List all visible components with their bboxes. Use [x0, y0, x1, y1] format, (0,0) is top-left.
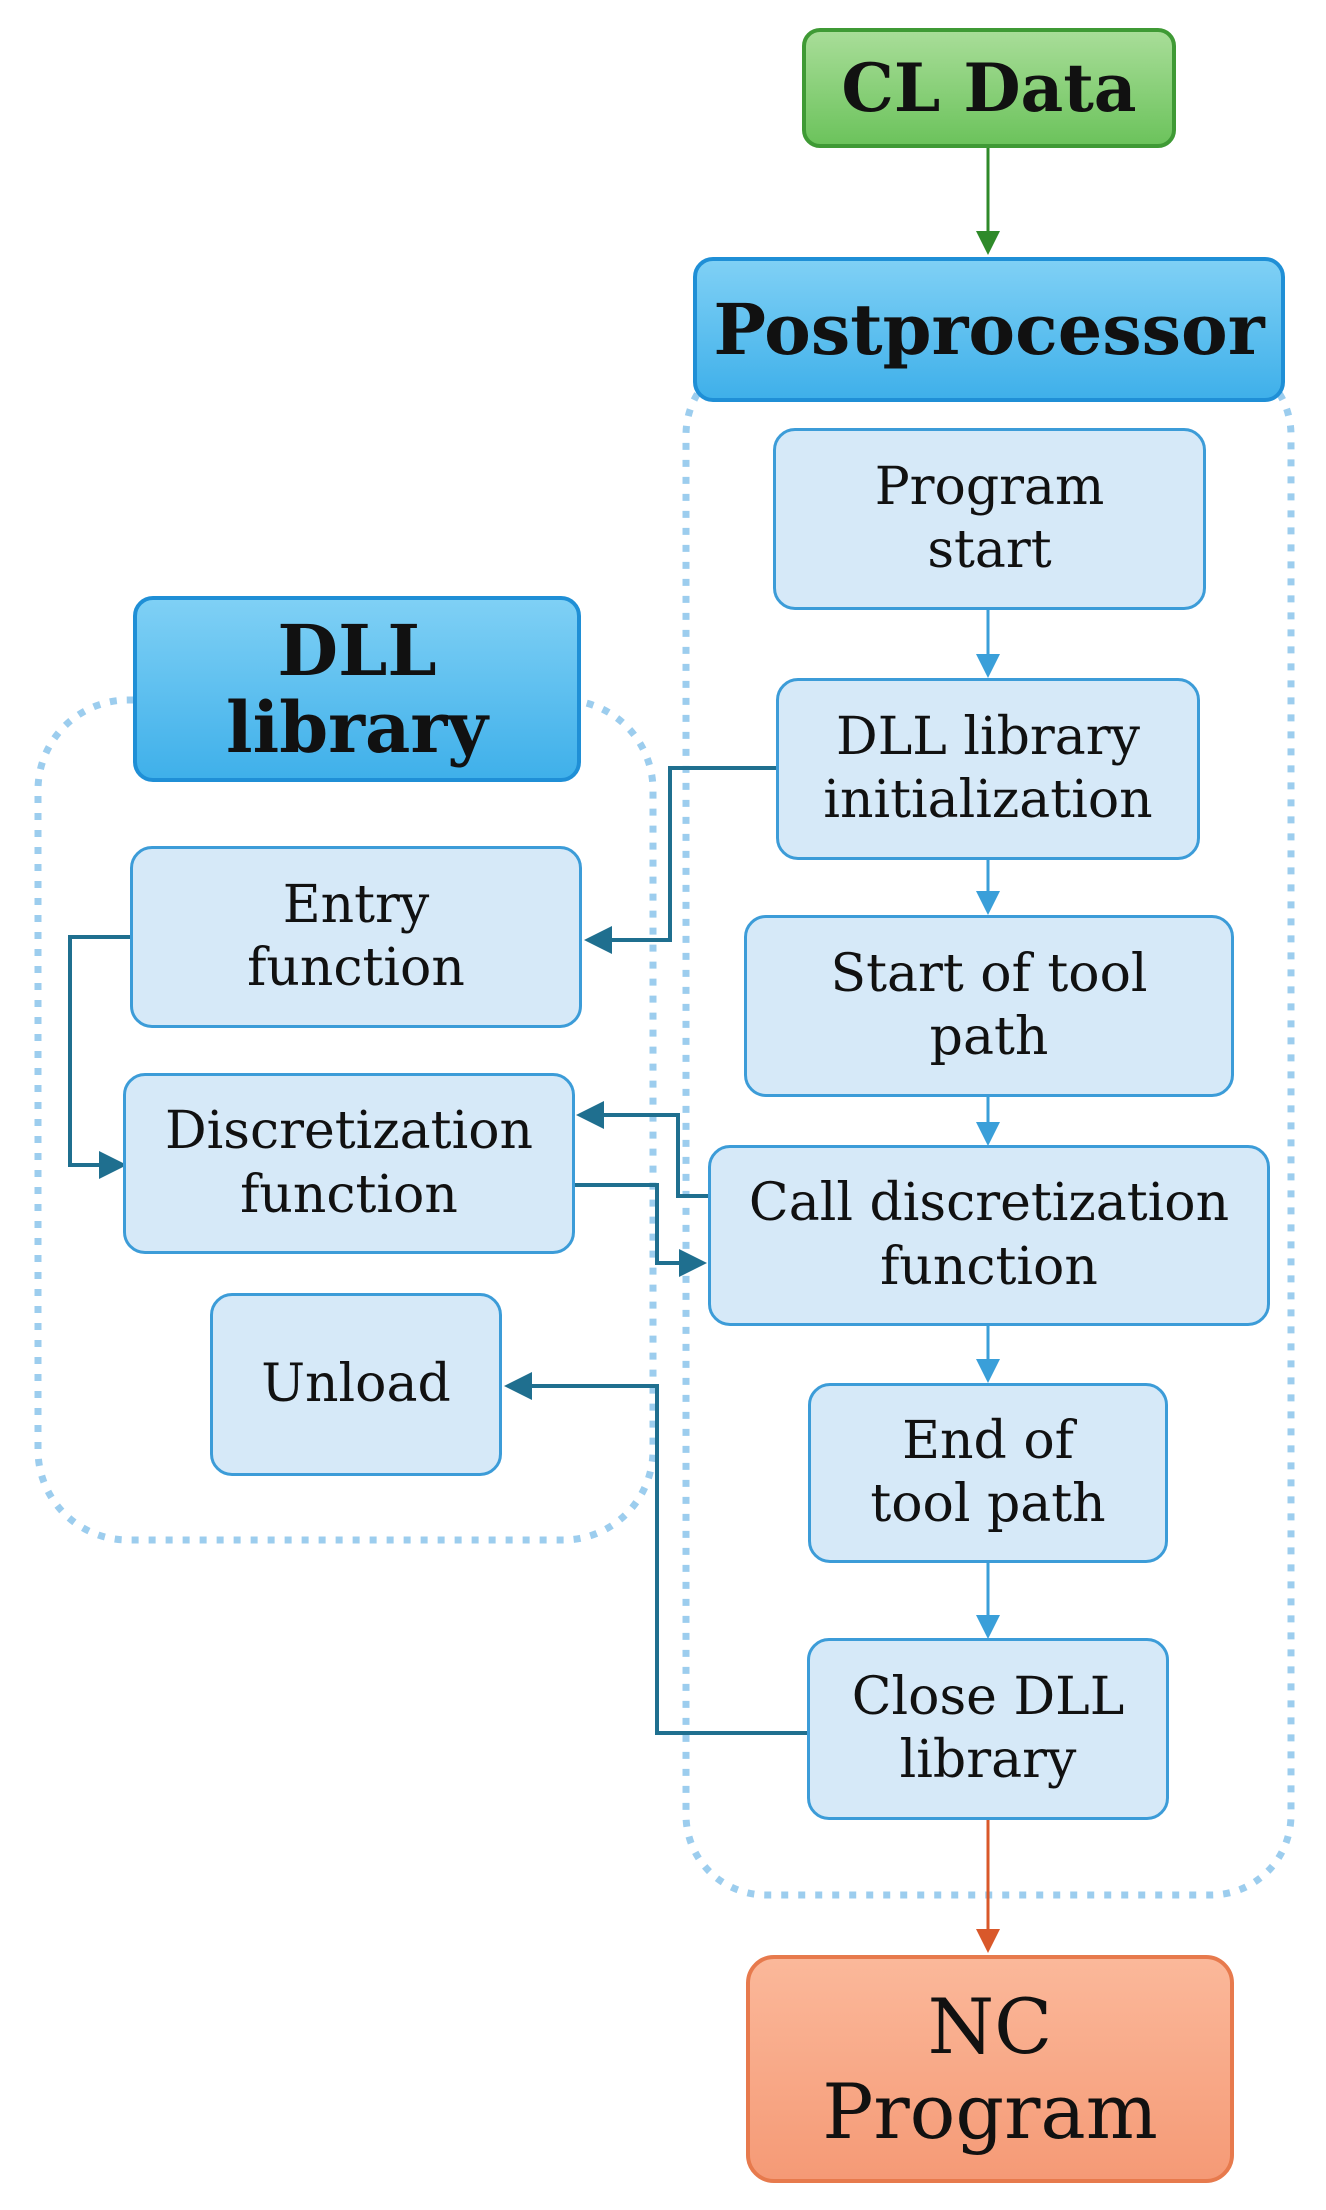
step-start-toolpath-line1: Start of tool — [830, 943, 1148, 1004]
function-entry: Entry function — [130, 846, 582, 1028]
step-dll-library-initialization: DLL library initialization — [776, 678, 1200, 860]
function-entry-line1: Entry — [282, 874, 430, 935]
function-unload: Unload — [210, 1293, 502, 1476]
nc-program-box: NC Program — [746, 1955, 1234, 2183]
function-discretization: Discretization function — [123, 1073, 575, 1254]
step-program-start: Program start — [773, 428, 1206, 610]
link-discretization-to-call — [573, 1183, 707, 1277]
cl-data-label: CL Data — [841, 48, 1137, 127]
step-program-start-line2: start — [927, 520, 1052, 580]
step-call-disc-line2: function — [880, 1236, 1098, 1297]
link-call-to-discretization — [576, 1101, 708, 1198]
step-end-of-tool-path: End of tool path — [808, 1383, 1168, 1563]
nc-program-line1: NC — [927, 1981, 1053, 2071]
step-close-dll-line2: library — [899, 1730, 1077, 1790]
function-entry-line2: function — [247, 938, 465, 998]
postprocessor-header: Postprocessor — [693, 257, 1285, 402]
step-close-dll-library: Close DLL library — [807, 1638, 1169, 1820]
postprocessor-label: Postprocessor — [713, 287, 1265, 371]
step-dll-init-line2: initialization — [823, 770, 1153, 830]
step-start-of-tool-path: Start of tool path — [744, 915, 1234, 1097]
step-call-disc-line1: Call discretization — [748, 1173, 1230, 1234]
function-disc-line1: Discretization — [164, 1101, 533, 1162]
function-disc-line2: function — [240, 1164, 458, 1225]
function-unload-label: Unload — [261, 1353, 451, 1414]
link-close-to-unload — [504, 1372, 807, 1735]
step-program-start-line1: Program — [874, 456, 1105, 517]
dll-library-line1: DLL — [277, 609, 437, 692]
link-init-to-entry-function — [584, 766, 776, 954]
step-close-dll-line1: Close DLL — [851, 1666, 1125, 1727]
step-end-toolpath-line1: End of — [902, 1410, 1074, 1471]
dll-library-line2: library — [226, 686, 488, 769]
step-start-toolpath-line2: path — [929, 1007, 1049, 1067]
dll-library-group-outline — [34, 696, 657, 1544]
link-entry-to-discretization — [68, 935, 130, 1179]
nc-program-line2: Program — [822, 2067, 1158, 2156]
dll-library-header: DLL library — [133, 596, 581, 782]
step-end-toolpath-line2: tool path — [870, 1474, 1106, 1534]
cl-data-box: CL Data — [802, 28, 1176, 148]
step-dll-init-line1: DLL library — [836, 706, 1140, 767]
step-call-discretization-function: Call discretization function — [708, 1145, 1270, 1326]
